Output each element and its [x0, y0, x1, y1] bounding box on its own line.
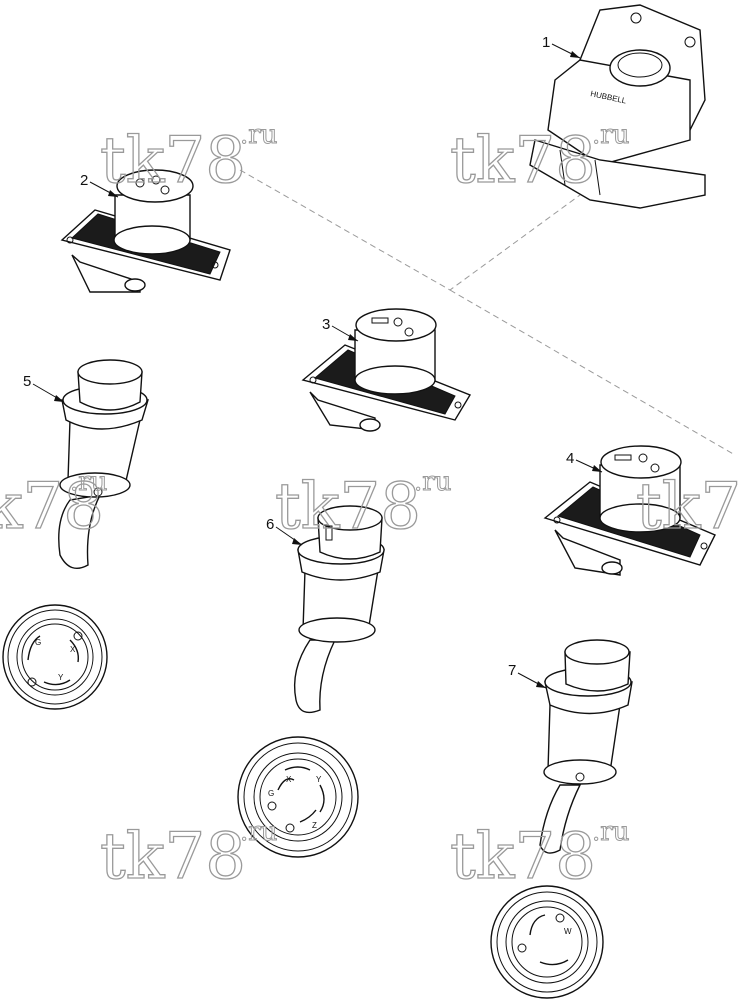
pin-label-g: G [35, 638, 41, 647]
part-5-face-view: G X Y [2, 604, 108, 710]
pin-label-g: G [268, 789, 274, 798]
watermark: tk78 [635, 469, 738, 544]
watermark: tk78 .ru [449, 120, 630, 199]
svg-text:tk78: tk78 [100, 820, 246, 894]
pin-label-x: X [286, 775, 292, 784]
svg-text:2: 2 [80, 172, 88, 189]
svg-text:.ru: .ru [240, 817, 277, 847]
callout-2: 2 [80, 172, 119, 198]
pin-label-y: Y [58, 673, 64, 682]
callout-4: 4 [566, 450, 603, 473]
svg-text:tk78: tk78 [636, 470, 738, 544]
part-6-face-view: X Y G Z [237, 736, 359, 858]
watermark: tk78 .ru [449, 817, 630, 895]
callout-5: 5 [23, 373, 65, 403]
watermark: tk78 .ru [274, 467, 452, 545]
svg-text:6: 6 [266, 516, 274, 533]
part-6-cord-connector [293, 505, 385, 714]
pin-label-w: W [564, 927, 572, 936]
watermark: tk78 .ru [99, 817, 278, 895]
svg-text:.ru: .ru [592, 120, 629, 150]
svg-text:5: 5 [23, 373, 31, 390]
svg-text:tk78: tk78 [0, 470, 104, 544]
part-4-panel-receptacle [543, 445, 716, 576]
part-7-cord-connector [539, 639, 633, 854]
callout-1: 1 [542, 34, 581, 59]
watermark: tk78 .ru [99, 120, 278, 199]
part-7-face-view: W [490, 885, 604, 999]
svg-text:tk78: tk78 [275, 470, 421, 544]
pin-label-y: Y [316, 775, 322, 784]
svg-text:.ru: .ru [592, 817, 629, 847]
part-5-cord-connector [58, 359, 149, 569]
svg-text:3: 3 [322, 316, 330, 333]
part-3-panel-receptacle [301, 308, 472, 432]
svg-text:tk78: tk78 [450, 820, 596, 894]
watermark: tk78 .ru [0, 467, 108, 545]
assembly-guide-lines [239, 169, 736, 456]
svg-text:tk78: tk78 [100, 124, 246, 198]
pin-label-x: X [70, 645, 76, 654]
svg-text:.ru: .ru [70, 467, 107, 497]
watermarks: tk78 .ru tk78 .ru tk78 .ru tk78 .ru tk78… [0, 120, 738, 895]
svg-text:.ru: .ru [240, 120, 277, 150]
svg-text:7: 7 [508, 662, 516, 679]
part-1-weatherproof-cover: HUBBELL [529, 4, 706, 209]
callout-6: 6 [266, 516, 303, 546]
svg-text:1: 1 [542, 34, 550, 51]
callout-3: 3 [322, 316, 359, 342]
svg-text:tk78: tk78 [450, 124, 596, 198]
callout-7: 7 [508, 662, 547, 689]
svg-text:.ru: .ru [414, 467, 451, 497]
part-2-panel-receptacle [60, 169, 231, 293]
pin-label-z: Z [312, 821, 317, 830]
svg-text:4: 4 [566, 450, 574, 467]
callouts: 1 2 3 4 5 6 7 [23, 34, 603, 689]
